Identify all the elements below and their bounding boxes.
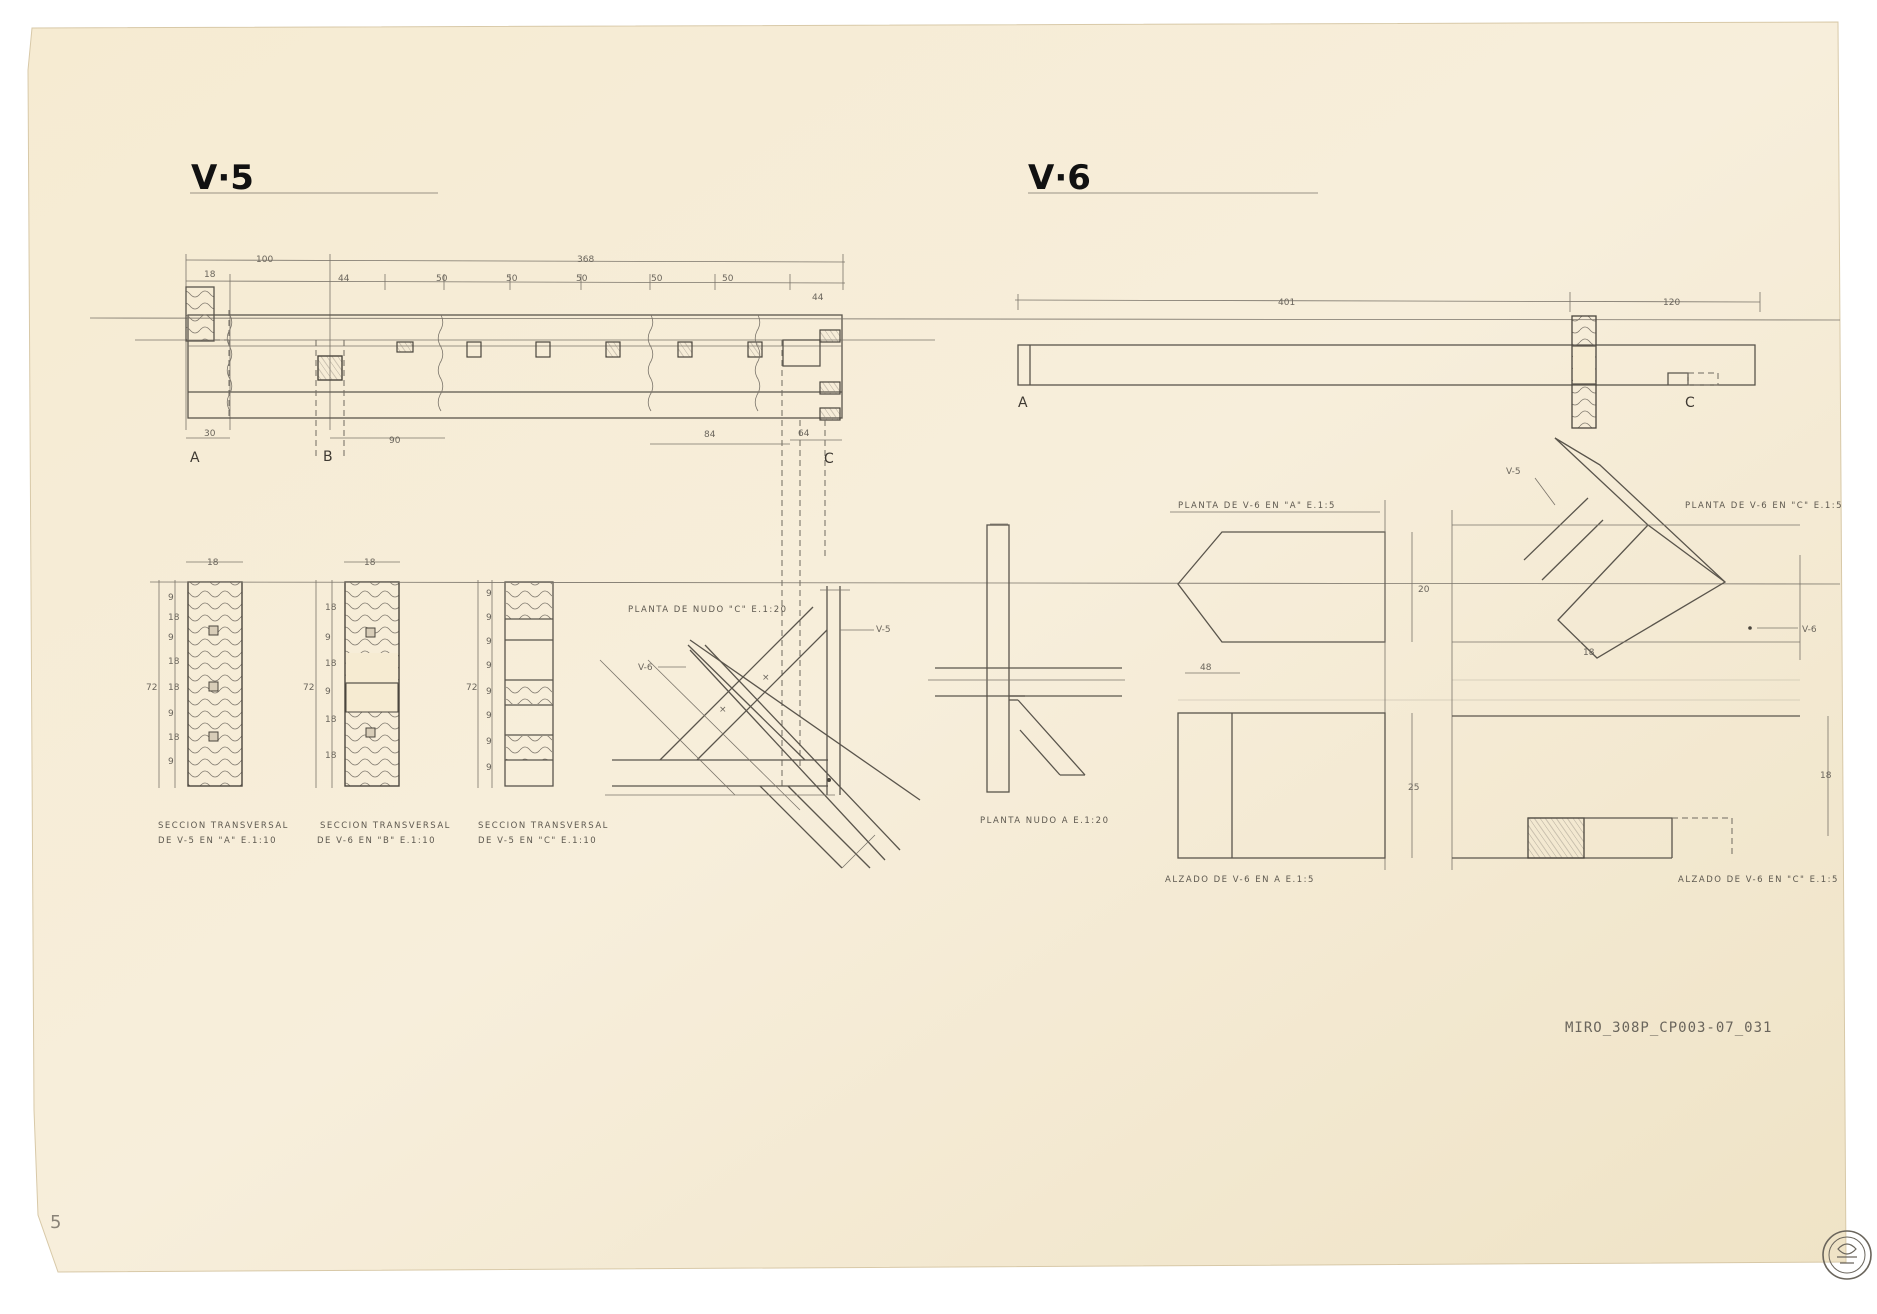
sec-b-caption-2: DE V-6 EN "B" E.1:10 [317,836,436,846]
archive-code: MIRO_308P_CP003-07_031 [1565,1020,1772,1036]
plan-c-point [1748,626,1752,630]
sec-b-d4: 18 [325,715,337,725]
corner-mark: 5 [50,1212,61,1233]
elev-a-dim-25: 25 [1408,783,1419,793]
v6-elevation-c: 18 ALZADO DE V-6 EN "C" E.1:5 [1452,715,1839,885]
sec-c-d0: 9 [486,589,492,599]
dim-v5-5: 50 [506,274,518,284]
v6-point-c: C [1685,395,1695,411]
sec-a-height: 72 [146,683,157,693]
plan-a-dim-48: 48 [1200,663,1212,673]
v6-point-a: A [1018,395,1028,411]
v5-point-b: B [323,449,333,465]
sec-c-d5: 9 [486,711,492,721]
plan-c-label-v6: V-6 [1802,625,1817,635]
sec-c-height: 72 [466,683,477,693]
dim-v5-7: 50 [651,274,663,284]
elev-c-dim-18: 18 [1820,771,1832,781]
v6-beam-elevation: 401 120 A C [1014,292,1761,429]
sec-c-caption-1: SECCION TRANSVERSAL [478,821,609,831]
dim-v5-b0: 30 [204,429,216,439]
v5-point-c: C [824,451,834,467]
sec-a-d3: 18 [168,657,180,667]
sec-a-d4: 18 [168,683,180,693]
sec-a-caption-1: SECCION TRANSVERSAL [158,821,289,831]
dim-v5-8: 50 [722,274,734,284]
cross-section-a: 18 72 9 18 9 18 18 9 18 9 SECCION TRANSV… [146,558,289,846]
dim-v5-6: 50 [576,274,588,284]
sec-a-d6: 18 [168,733,180,743]
plan-a-dim-20: 20 [1418,585,1430,595]
sec-b-d0: 18 [325,603,337,613]
dim-v6-1: 120 [1663,298,1680,308]
sec-b-caption-1: SECCION TRANSVERSAL [320,821,451,831]
sec-b-d1: 9 [325,633,331,643]
dim-v5-1: 100 [256,255,273,265]
dim-v5-2: 368 [577,255,594,265]
node-a-plan: PLANTA NUDO A E.1:20 [928,523,1125,826]
sec-a-d1: 18 [168,613,180,623]
dim-v5-9: 44 [812,293,824,303]
node-a-caption: PLANTA NUDO A E.1:20 [980,816,1109,826]
v5-point-a: A [190,450,200,466]
plan-c-caption: PLANTA DE V-6 EN "C" E.1:5 [1685,501,1843,511]
node-c-mark-1: × [762,673,770,683]
v6-elevation-a: 25 ALZADO DE V-6 EN A E.1:5 [1165,712,1419,885]
sec-b-d3: 9 [325,687,331,697]
dim-v5-3: 44 [338,274,350,284]
sec-a-d7: 9 [168,757,174,767]
v5-beam-elevation: 18 100 368 44 50 50 50 50 50 44 [89,254,1841,790]
dim-v5-b2: 84 [704,430,716,440]
node-c-label-v5: V-5 [876,625,891,635]
node-c-label-v6: V-6 [638,663,653,673]
cross-section-c: 72 9 9 9 9 9 9 9 9 SECCION TRANSVERSAL D… [466,580,609,846]
dim-v6-0: 401 [1278,298,1295,308]
sec-b-d2: 18 [325,659,337,669]
sec-c-d7: 9 [486,763,492,773]
elev-c-caption: ALZADO DE V-6 EN "C" E.1:5 [1678,875,1839,885]
sec-a-d2: 9 [168,633,174,643]
sec-a-width: 18 [207,558,219,568]
left-title: V·5 [191,158,254,198]
sec-c-caption-2: DE V-5 EN "C" E.1:10 [478,836,597,846]
dim-v5-0: 18 [204,270,216,280]
sec-c-d1: 9 [486,613,492,623]
sec-b-d5: 18 [325,751,337,761]
dim-v5-b1: 90 [389,436,401,446]
sec-a-d5: 9 [168,709,174,719]
sec-c-d6: 9 [486,737,492,747]
sec-b-height: 72 [303,683,314,693]
v6-plan-c: PLANTA DE V-6 EN "C" E.1:5 V-5 V-6 18 [1451,437,1843,870]
sec-c-d3: 9 [486,661,492,671]
paper-sheet [27,21,1847,1273]
node-c-plan: PLANTA DE NUDO "C" E.1:20 × × V-5 V-6 [599,586,921,869]
dim-v5-b3: 64 [798,429,810,439]
dim-v5-4: 50 [436,274,448,284]
sec-a-d0: 9 [168,593,174,603]
sec-b-width: 18 [364,558,376,568]
foundation-seal-icon [1822,1230,1872,1280]
sec-c-d4: 9 [486,687,492,697]
elev-a-caption: ALZADO DE V-6 EN A E.1:5 [1165,875,1315,885]
node-c-point [827,778,831,782]
plan-a-caption: PLANTA DE V-6 EN "A" E.1:5 [1178,501,1336,511]
node-c-mark-2: × [719,705,727,715]
cross-section-b: 18 72 18 9 18 9 18 18 SECCION TRANSVERSA… [303,558,451,846]
sec-a-caption-2: DE V-5 EN "A" E.1:10 [158,836,277,846]
plan-c-dim-18: 18 [1583,648,1595,658]
sec-c-d2: 9 [486,637,492,647]
node-c-caption: PLANTA DE NUDO "C" E.1:20 [628,605,788,615]
right-title: V·6 [1028,158,1091,198]
plan-c-label-v5: V-5 [1506,467,1521,477]
